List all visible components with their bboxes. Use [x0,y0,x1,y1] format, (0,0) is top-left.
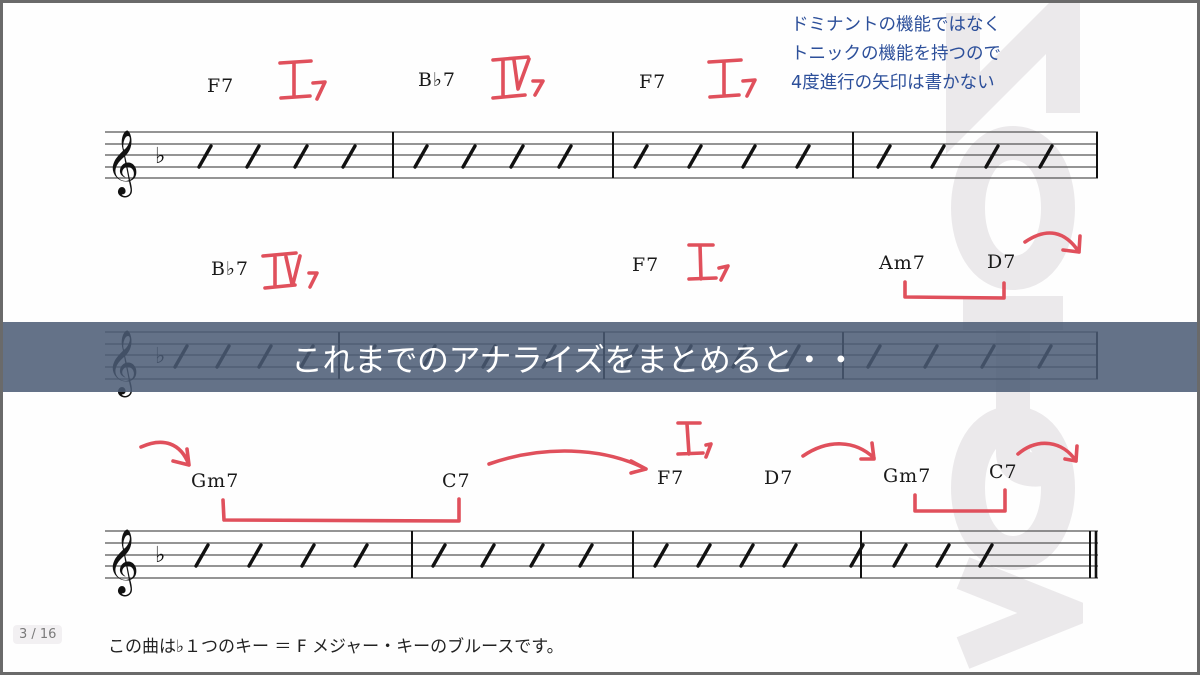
chord-symbol: Gm7 [191,470,240,492]
note-line: 4度進行の矢印は書かない [791,73,995,93]
chord-symbol: D7 [987,251,1017,273]
chord-symbol: C7 [442,470,471,492]
chord-symbol: F7 [207,75,235,97]
svg-text:𝄞: 𝄞 [106,529,139,596]
slide-page: 𝄞 ♭ 𝄞 [3,3,1197,672]
chord-symbol: Am7 [879,252,926,274]
chord-symbol: D7 [764,467,794,489]
staff-system-3: 𝄞 ♭ [105,529,1098,596]
staff-system-1: 𝄞 ♭ [105,130,1098,197]
chord-symbol: Gm7 [883,465,932,487]
annotations-red [139,55,1082,523]
note-line: ドミナントの機能ではなく [791,15,1001,35]
note-line: トニックの機能を持つので [791,44,1001,64]
chord-symbol: F7 [657,467,685,489]
chord-symbol: F7 [639,71,667,93]
svg-text:𝄞: 𝄞 [106,130,139,197]
chord-symbol: C7 [989,461,1018,483]
subtitle-banner [3,322,1197,392]
chord-symbol: F7 [632,254,660,276]
svg-text:♭: ♭ [155,144,165,169]
chord-symbol: B♭7 [418,69,457,91]
subtitle-text: これまでのアナライズをまとめると・・ [291,341,857,379]
function-note: ドミナントの機能ではなく トニックの機能を持つので 4度進行の矢印は書かない [791,11,1001,98]
page-indicator: 3 / 16 [13,625,63,644]
chord-symbol: B♭7 [211,258,250,280]
slide-caption: この曲は♭１つのキー ＝ F メジャー・キーのブルースです。 [108,637,564,657]
svg-text:♭: ♭ [155,543,165,568]
